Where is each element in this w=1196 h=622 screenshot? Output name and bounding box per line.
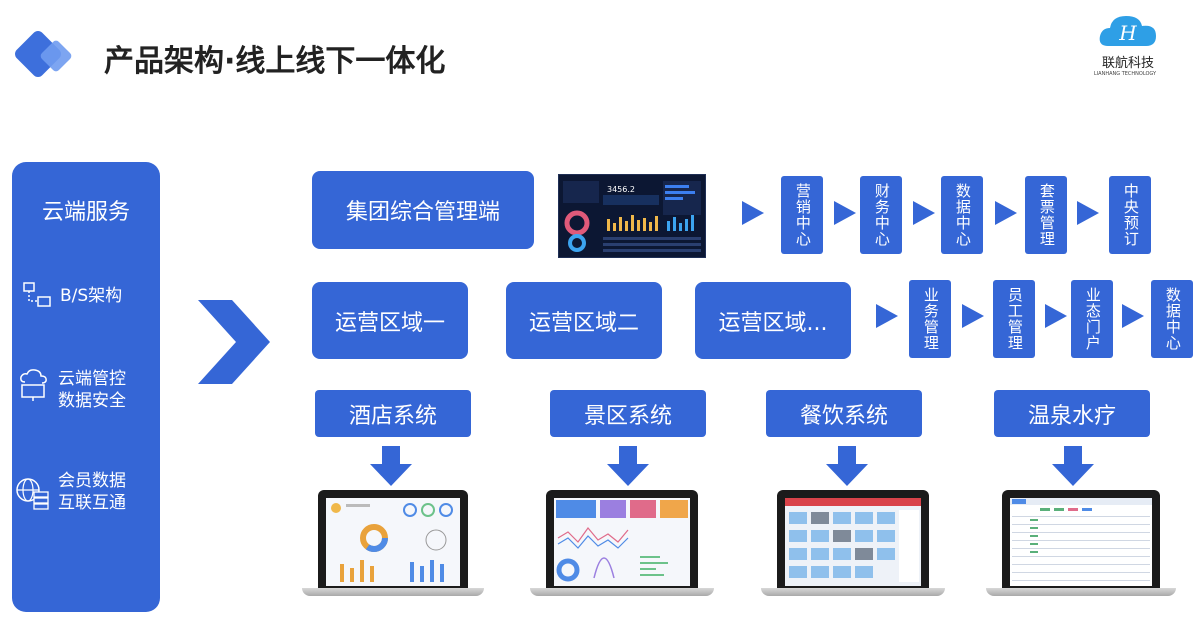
module-marketing: 营销中心 — [781, 176, 823, 254]
laptop-hotel — [302, 490, 484, 598]
system-scenic: 景区系统 — [550, 390, 706, 437]
module-central-booking: 中央预订 — [1109, 176, 1151, 254]
cloud-monitor-icon — [16, 368, 50, 406]
brand-logo: H 联航科技 LIANHANG TECHNOLOGY — [1094, 10, 1160, 77]
arrow-down-icon — [370, 446, 412, 490]
chevron-right-icon — [198, 300, 272, 388]
sidebar-item-cloud-line1: 云端管控 — [58, 369, 126, 389]
dashboard-screenshot: 3456.2 — [558, 174, 706, 258]
module-portal: 业态门户 — [1071, 280, 1113, 358]
module-data: 数据中心 — [941, 176, 983, 254]
sidebar-item-cloud-line2: 数据安全 — [58, 391, 126, 411]
arrow-right-icon — [1122, 304, 1144, 328]
network-icon — [22, 281, 52, 313]
module-staff: 员工管理 — [993, 280, 1035, 358]
arrow-right-icon — [834, 201, 856, 225]
system-spa: 温泉水疗 — [994, 390, 1150, 437]
module-business: 业务管理 — [909, 280, 951, 358]
laptop-scenic — [530, 490, 714, 598]
laptop-spa — [986, 490, 1176, 598]
module-data-center: 数据中心 — [1151, 280, 1193, 358]
arrow-right-icon — [1045, 304, 1067, 328]
arrow-right-icon — [1077, 201, 1099, 225]
system-catering: 餐饮系统 — [766, 390, 922, 437]
arrow-down-icon — [607, 446, 649, 490]
arrow-right-icon — [995, 201, 1017, 225]
arrow-down-icon — [1052, 446, 1094, 490]
page-title: 产品架构·线上线下一体化 — [104, 44, 446, 79]
cloud-service-panel — [12, 162, 160, 612]
sidebar-item-member-line2: 互联互通 — [58, 493, 126, 513]
diamond-logo-icon — [15, 31, 72, 77]
laptop-catering — [761, 490, 945, 598]
sidebar-item-member-line1: 会员数据 — [58, 471, 126, 491]
arrow-right-icon — [962, 304, 984, 328]
arrow-right-icon — [913, 201, 935, 225]
dashboard-number: 3456.2 — [607, 185, 635, 194]
system-hotel: 酒店系统 — [315, 390, 471, 437]
arrow-down-icon — [826, 446, 868, 490]
module-finance: 财务中心 — [860, 176, 902, 254]
module-package-ticket: 套票管理 — [1025, 176, 1067, 254]
arrow-right-icon — [876, 304, 898, 328]
header-logo-diamonds — [6, 22, 86, 92]
brand-sub: LIANHANG TECHNOLOGY — [1093, 71, 1157, 77]
cloud-logo-icon: H — [1099, 16, 1156, 46]
cloud-service-title: 云端服务 — [41, 200, 130, 225]
group-management-box: 集团综合管理端 — [312, 171, 534, 249]
region-box-1: 运营区域一 — [312, 282, 468, 359]
region-box-2: 运营区域二 — [506, 282, 662, 359]
sidebar-item-bs-label: B/S架构 — [60, 286, 123, 306]
svg-text:H: H — [1118, 21, 1137, 45]
arrow-right-icon — [742, 201, 764, 225]
region-box-3: 运营区域... — [695, 282, 851, 359]
globe-server-icon — [14, 474, 50, 514]
brand-name: 联航科技 — [1101, 56, 1154, 71]
